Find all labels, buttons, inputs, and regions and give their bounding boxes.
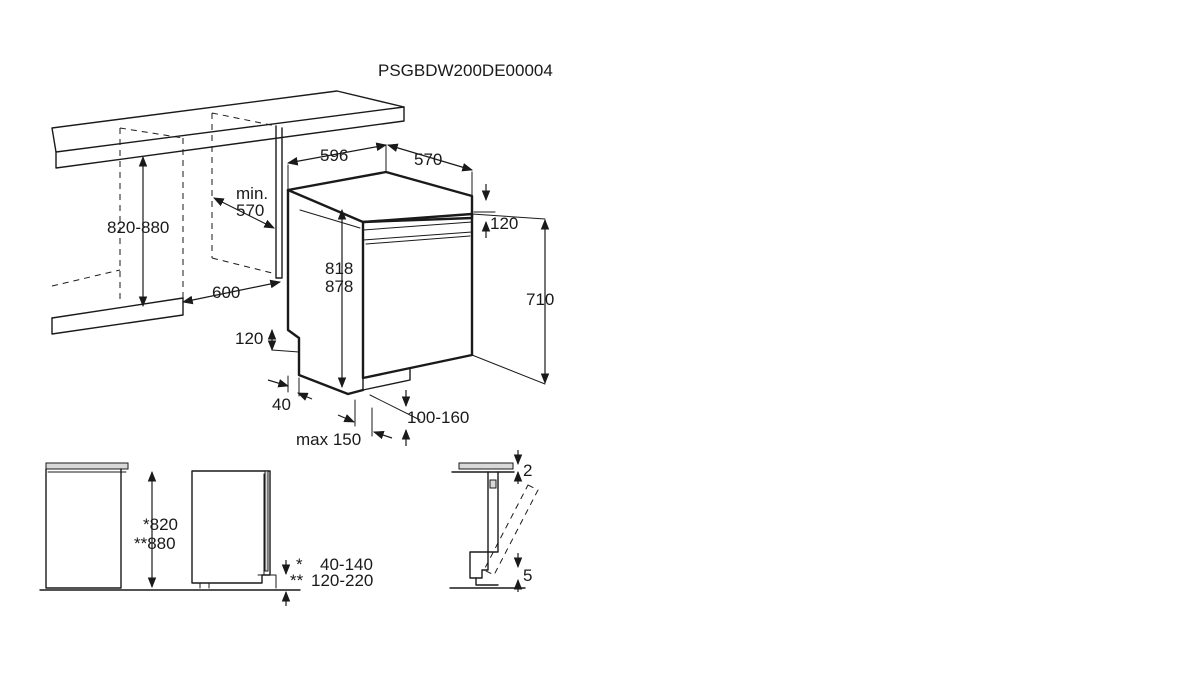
- star-one: *: [296, 555, 303, 574]
- star-two: **: [290, 571, 304, 590]
- range-120-220: 120-220: [311, 571, 373, 590]
- dim-596: 596: [320, 146, 348, 165]
- dim-710: 710: [526, 290, 554, 309]
- dim-600: 600: [212, 283, 240, 302]
- dim-2: 2: [523, 461, 532, 480]
- door-detail: [449, 450, 539, 592]
- dim-5: 5: [523, 566, 532, 585]
- dishwasher-body: [267, 142, 550, 446]
- dim-570: 570: [414, 150, 442, 169]
- range-40-140: 40-140: [320, 555, 373, 574]
- dim-40: 40: [272, 395, 291, 414]
- dim-878: 878: [325, 277, 353, 296]
- dim-120-side: 120: [235, 329, 263, 348]
- dim-min-570: 570: [236, 201, 264, 220]
- dim-star-820: *820: [143, 515, 178, 534]
- dim-min-label: min.: [236, 184, 268, 203]
- dim-818: 818: [325, 259, 353, 278]
- dim-max-150: max 150: [296, 430, 361, 449]
- model-code: PSGBDW200DE00004: [378, 61, 553, 80]
- dim-820-880: 820-880: [107, 218, 169, 237]
- dim-100-160: 100-160: [407, 408, 469, 427]
- dim-star-880: **880: [134, 534, 176, 553]
- side-view: [39, 462, 301, 606]
- dim-120-top: 120: [490, 214, 518, 233]
- worktop-niche: [51, 90, 405, 335]
